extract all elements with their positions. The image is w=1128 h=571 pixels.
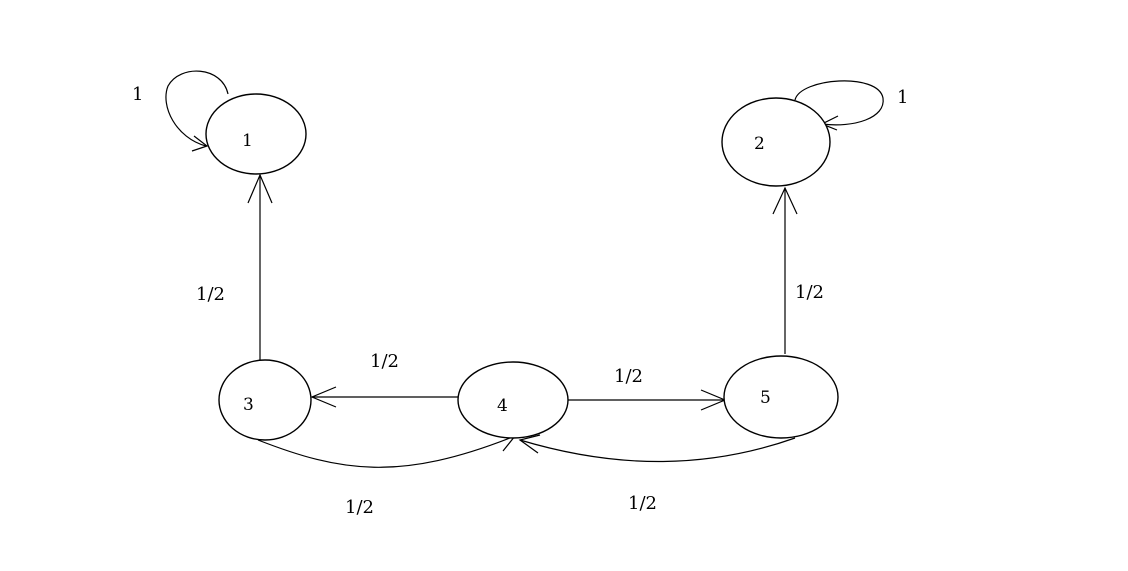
- node-5: 5: [723, 355, 839, 439]
- edge-5-4: 1/2: [518, 434, 796, 514]
- node-2-label: 2: [754, 134, 765, 154]
- edge-3-4-line: [257, 435, 516, 468]
- edge-4-5: 1/2: [568, 366, 727, 411]
- node-4-label: 4: [497, 396, 508, 416]
- node-5-label: 5: [760, 388, 771, 408]
- edge-3-1-label: 1/2: [196, 284, 225, 305]
- edge-5-2: 1/2: [772, 186, 824, 354]
- edge-3-4-label: 1/2: [345, 497, 374, 518]
- node-1-shape: [205, 93, 307, 175]
- node-5-shape: [723, 355, 839, 439]
- edge-5-4-label: 1/2: [628, 493, 657, 514]
- edge-5-2-arrowhead: [772, 186, 798, 215]
- edge-3-1-arrowhead: [247, 173, 273, 204]
- node-1-label: 1: [242, 131, 253, 151]
- edge-4-3: 1/2: [310, 351, 458, 408]
- node-4: 4: [457, 361, 569, 439]
- node-3-shape: [218, 359, 312, 441]
- edge-3-1: 1/2: [196, 173, 273, 364]
- edge-5-4-arrowhead: [518, 434, 541, 454]
- edge-4-3-arrowhead: [310, 386, 337, 408]
- edge-1-1: 1: [132, 70, 229, 152]
- edge-4-3-label: 1/2: [370, 351, 399, 372]
- node-3: 3: [218, 359, 312, 441]
- node-2: 2: [721, 97, 831, 187]
- edge-1-1-label: 1: [132, 84, 143, 105]
- edge-2-2-line: [794, 80, 884, 126]
- edge-2-2-label: 1: [897, 87, 908, 108]
- node-2-shape: [721, 97, 831, 187]
- edge-1-1-arrowhead: [191, 135, 209, 152]
- edge-5-4-line: [519, 437, 796, 463]
- edge-5-2-label: 1/2: [795, 282, 824, 303]
- edge-3-4: 1/2: [257, 434, 517, 518]
- node-1: 1: [205, 93, 307, 175]
- edge-1-1-line: [165, 70, 229, 147]
- node-4-shape: [457, 361, 569, 439]
- edge-4-5-label: 1/2: [614, 366, 643, 387]
- node-3-label: 3: [243, 395, 254, 415]
